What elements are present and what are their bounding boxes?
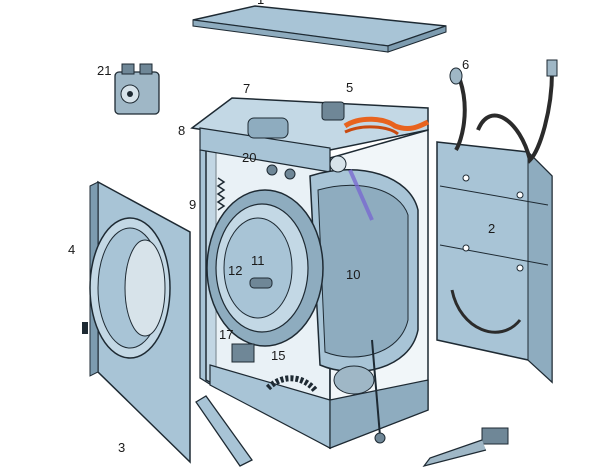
label-21: 21 — [97, 63, 111, 78]
tub — [309, 155, 419, 373]
drain-pump — [231, 343, 375, 395]
label-7: 7 — [243, 81, 250, 96]
label-9: 9 — [189, 197, 196, 212]
heating-element — [422, 427, 509, 468]
label-2: 2 — [488, 221, 495, 236]
pressure-switch — [321, 101, 430, 136]
front-panel — [82, 180, 191, 464]
part-labels: 1 2 3 4 5 6 7 8 9 10 11 12 15 17 20 21 — [68, 0, 495, 455]
springs — [216, 177, 386, 444]
hoses — [449, 59, 558, 164]
label-12: 12 — [228, 263, 242, 278]
back-panel — [436, 141, 553, 384]
label-1: 1 — [257, 0, 264, 7]
label-15: 15 — [271, 348, 285, 363]
label-8: 8 — [178, 123, 185, 138]
control-module — [114, 63, 160, 115]
label-6: 6 — [462, 57, 469, 72]
label-3: 3 — [118, 440, 125, 455]
top-cover — [192, 5, 447, 53]
control-panel — [199, 117, 331, 180]
drum-opening — [206, 189, 324, 347]
label-10: 10 — [346, 267, 360, 282]
lower-plinth-panel — [195, 395, 253, 467]
label-20: 20 — [242, 150, 256, 165]
label-11: 11 — [251, 253, 265, 268]
label-5: 5 — [346, 80, 353, 95]
label-17: 17 — [219, 327, 233, 342]
label-4: 4 — [68, 242, 75, 257]
